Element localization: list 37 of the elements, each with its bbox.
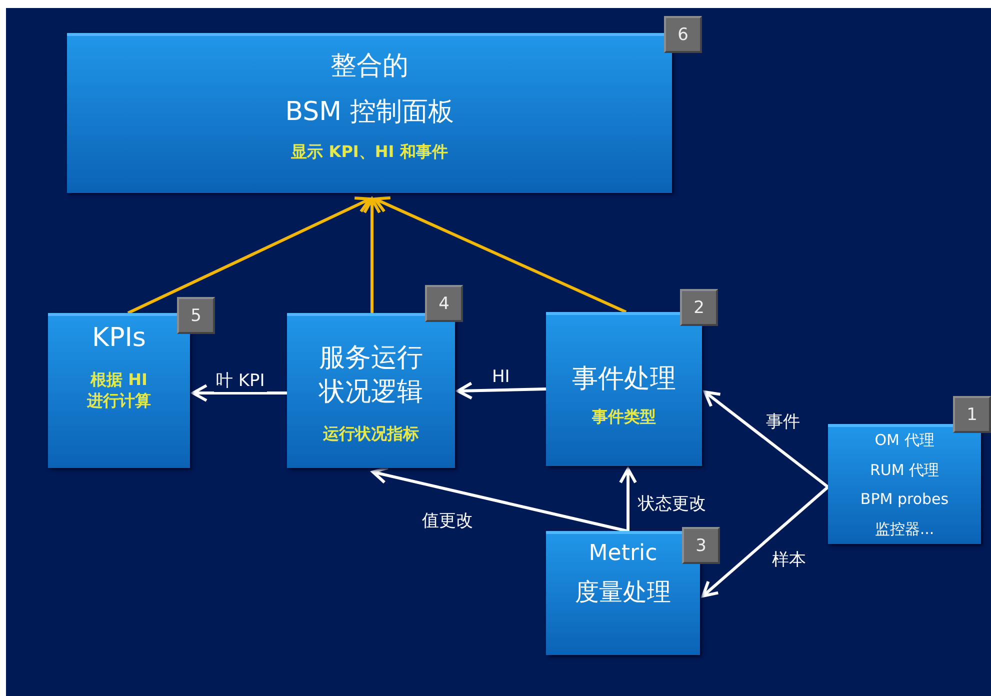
- box-text: BSM 控制面板: [285, 96, 454, 129]
- process-box: [828, 424, 981, 544]
- edge-label: 状态更改: [636, 492, 708, 515]
- arrow: [374, 196, 627, 314]
- arrow: [619, 468, 637, 531]
- arrow: [702, 486, 829, 598]
- arrow: [192, 384, 287, 402]
- box-text: 度量处理: [575, 576, 671, 608]
- box-text: 显示 KPI、HI 和事件: [291, 142, 448, 162]
- box-title: 服务运行状况逻辑: [318, 342, 424, 409]
- process-box: [287, 313, 455, 468]
- callout-number: 5: [177, 297, 215, 334]
- arrow: [363, 198, 381, 313]
- callout-number: 1: [953, 396, 991, 433]
- callout-number: 3: [682, 527, 720, 564]
- box-text: BPM probes: [860, 490, 949, 510]
- arrow: [127, 196, 372, 314]
- box-title: OM 代理: [874, 431, 934, 450]
- box-title: KPIs: [92, 322, 146, 355]
- callout-number: 6: [664, 16, 702, 53]
- box-text: RUM 代理: [870, 460, 940, 480]
- arrow: [456, 382, 546, 400]
- callout-number: 2: [680, 289, 718, 326]
- process-box: [67, 33, 672, 193]
- box-text: 监控器...: [874, 520, 934, 539]
- box-title: Metric: [588, 540, 658, 568]
- box-text: 根据 HI进行计算: [86, 370, 152, 412]
- box-title: 事件处理: [572, 363, 676, 396]
- process-box: [48, 313, 190, 468]
- arrow: [704, 390, 829, 488]
- arrow: [372, 466, 628, 532]
- edge-label: 叶 KPI: [214, 369, 267, 392]
- box-text: 运行状况指标: [323, 424, 419, 444]
- process-box: [546, 312, 702, 466]
- box-title: 整合的: [330, 50, 408, 83]
- box-text: 事件类型: [592, 406, 656, 428]
- callout-number: 4: [425, 285, 463, 322]
